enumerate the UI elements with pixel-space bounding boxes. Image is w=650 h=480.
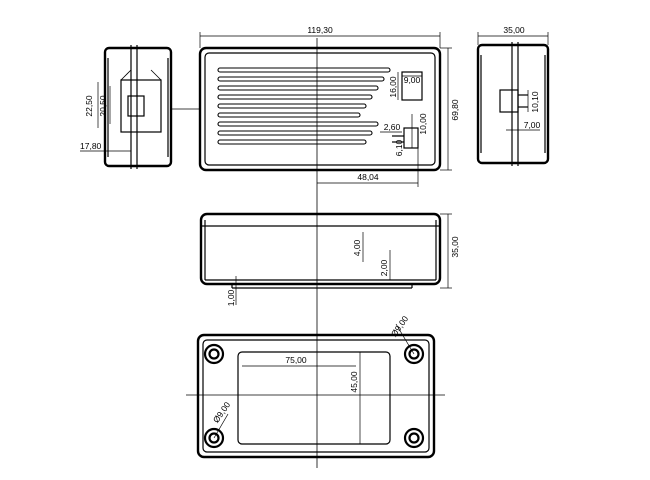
dim-label-height: 45,00	[349, 371, 359, 393]
centerlines	[172, 38, 445, 468]
dim-front-height: 35,00	[450, 236, 460, 258]
dim-port-offset: 48,04	[357, 172, 379, 182]
right-side-view	[476, 32, 550, 166]
dim-side-port-height: 10,10	[530, 91, 540, 113]
dim-top-slot-height: 16,00	[388, 76, 398, 98]
bottom-view	[196, 323, 436, 459]
dim-left-base: 17,80	[80, 141, 102, 151]
dim-front-gap: 1,00	[226, 289, 236, 306]
left-side-view	[80, 45, 173, 169]
dim-label-width: 75,00	[285, 355, 307, 365]
dim-overall-length: 119,30	[307, 25, 333, 35]
dim-side-height: 69,80	[450, 99, 460, 121]
front-view	[199, 212, 452, 305]
dim-foot-dia-bottom: Ø9,00	[211, 400, 233, 425]
dim-front-small-1: 4,00	[352, 239, 362, 256]
dim-top-slot-width: 9,00	[404, 75, 421, 85]
dim-side-port-width: 7,00	[524, 120, 541, 130]
dim-front-small-2: 2,00	[379, 259, 389, 276]
top-view	[198, 32, 452, 187]
dim-port-small: 6,10	[394, 139, 404, 156]
dim-left-inner: 20,50	[98, 95, 108, 117]
dim-side-width: 35,00	[503, 25, 525, 35]
dim-port-depth: 10,00	[418, 113, 428, 135]
dim-left-outer: 22,50	[84, 95, 94, 117]
dim-port-width: 2,60	[384, 122, 401, 132]
